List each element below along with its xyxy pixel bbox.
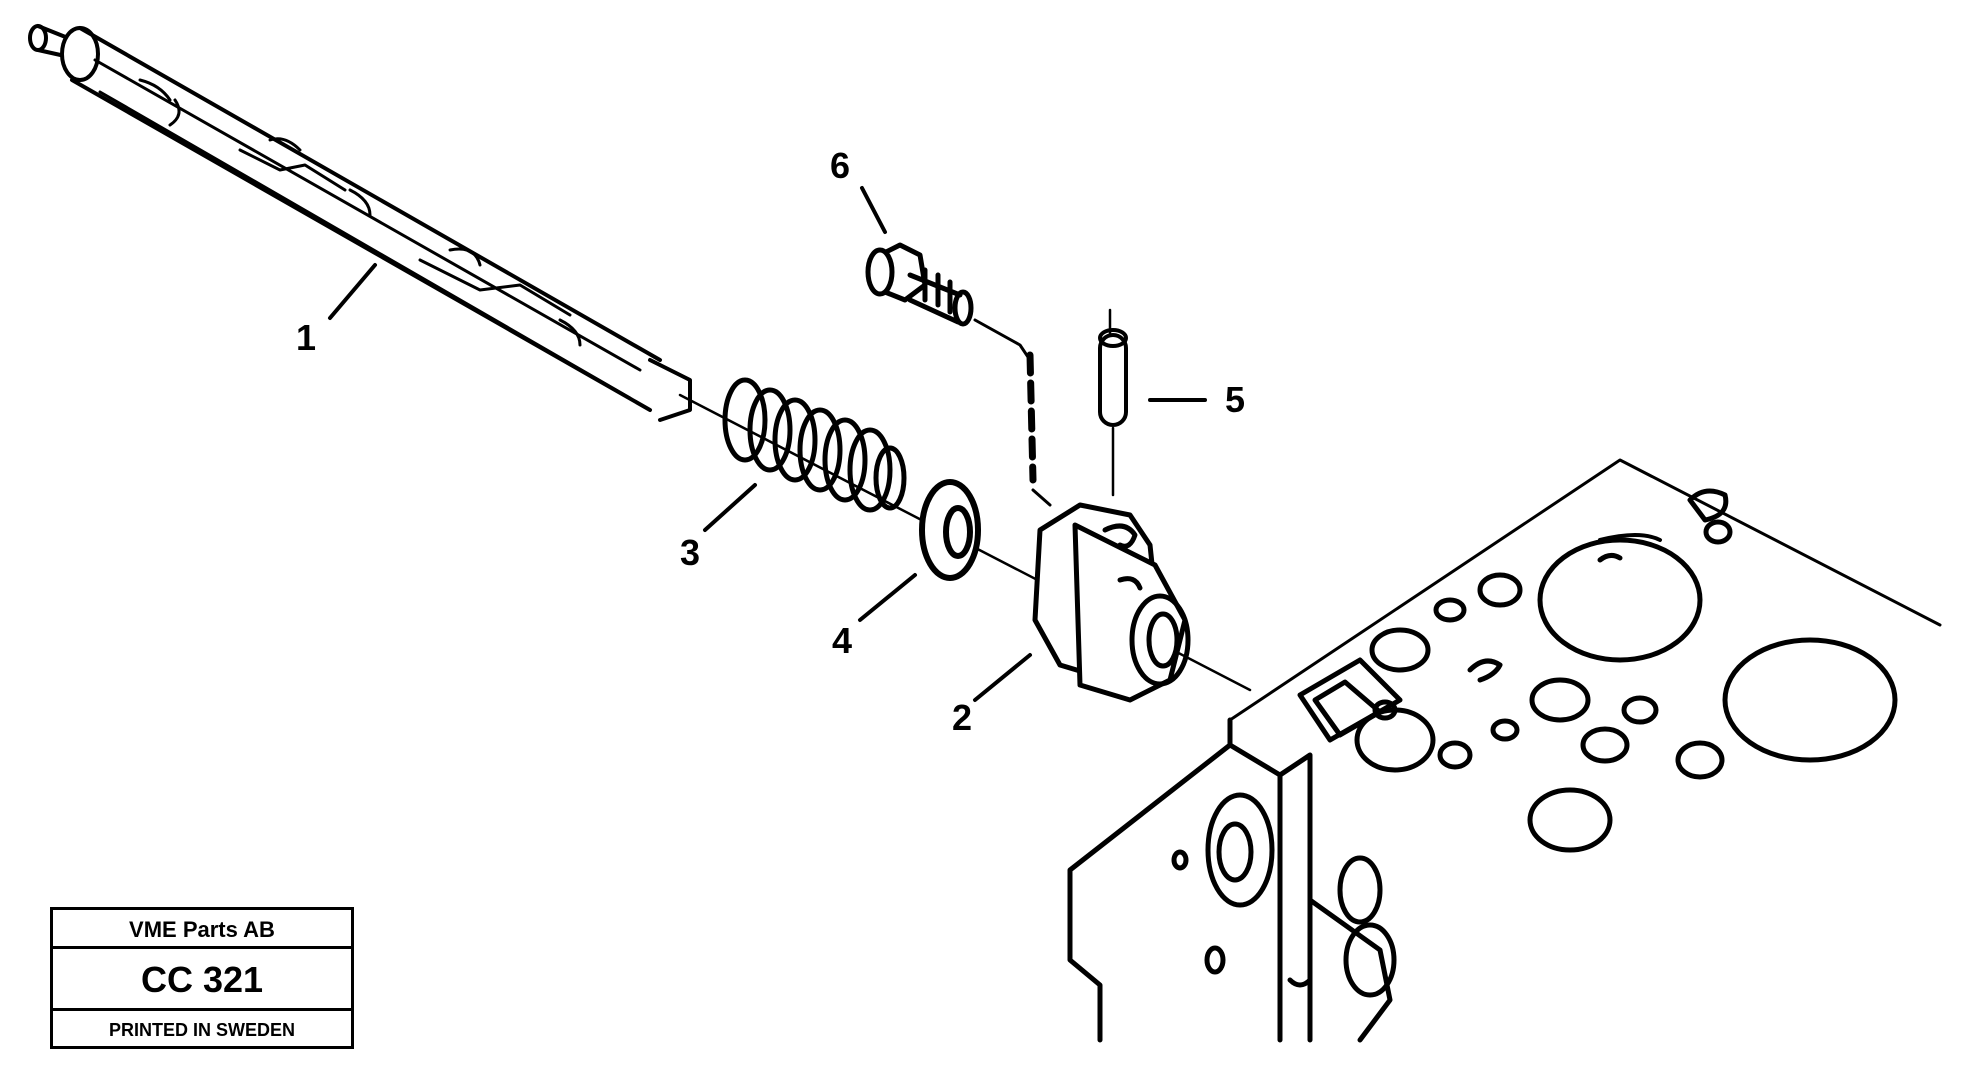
engine-block [1067, 458, 1942, 1043]
callout-1: 1 [296, 317, 316, 358]
leader-lines [328, 186, 1207, 702]
callout-3: 3 [680, 532, 700, 573]
callout-5: 5 [1225, 379, 1245, 420]
callout-2: 2 [952, 697, 972, 738]
title-block: VME Parts AB CC 321 PRINTED IN SWEDEN [50, 907, 354, 1049]
part-3-spring [722, 377, 907, 513]
part-4-washer [919, 479, 981, 581]
part-6-bolt [865, 242, 1052, 507]
company-name: VME Parts AB [53, 910, 351, 949]
printed-in-label: PRINTED IN SWEDEN [108, 1020, 295, 1040]
diagram-code: CC 321 [53, 949, 351, 1011]
callout-6: 6 [830, 145, 850, 186]
part-1-rod [28, 24, 692, 422]
part-5-pin [1098, 308, 1128, 497]
callout-4: 4 [832, 620, 852, 661]
part-2-housing [1032, 502, 1191, 703]
